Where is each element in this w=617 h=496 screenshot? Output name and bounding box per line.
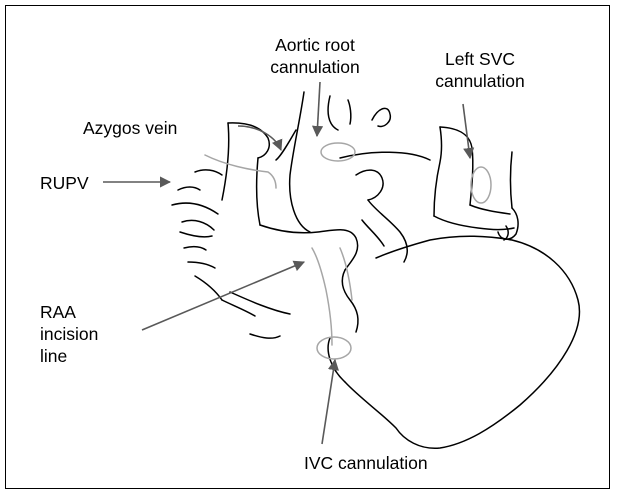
svc-outline bbox=[257, 158, 260, 225]
right-atrium-outline bbox=[230, 292, 290, 314]
azygos-arrow bbox=[238, 126, 281, 150]
ventricle-outline bbox=[328, 338, 345, 382]
left-svc-outline bbox=[434, 127, 442, 216]
left-svc-arrow bbox=[463, 104, 470, 158]
rupv-label: RUPV bbox=[40, 172, 89, 194]
aortic-root-label-line1: Aortic root bbox=[250, 34, 380, 56]
pv-branch bbox=[222, 123, 229, 200]
left-svc-label-line2: cannulation bbox=[420, 70, 540, 92]
pv-branch bbox=[184, 247, 206, 250]
pv-branch bbox=[178, 187, 200, 190]
azygos-vein-outline bbox=[228, 123, 269, 158]
raa-incision-line bbox=[312, 248, 332, 345]
left-svc-cannulation-site bbox=[471, 167, 491, 203]
great-vessel-outline bbox=[356, 170, 383, 200]
ivc-cannulation-site bbox=[317, 337, 351, 359]
aorta-outline bbox=[372, 108, 390, 126]
ivc-arrow bbox=[322, 360, 335, 444]
aortic-root-cannulation-site bbox=[321, 143, 355, 161]
left-svc-outline bbox=[504, 226, 508, 240]
aortic-root-label-line2: cannulation bbox=[250, 56, 380, 78]
raa-incision-line bbox=[340, 248, 352, 300]
raa-label-line1: RAA bbox=[40, 301, 98, 323]
aorta-outline bbox=[290, 92, 310, 232]
aortic-root-label: Aortic root cannulation bbox=[250, 34, 380, 78]
aorta-outline bbox=[348, 100, 351, 124]
pv-branch bbox=[222, 300, 255, 316]
azygos-vein-label: Azygos vein bbox=[83, 117, 177, 139]
right-atrium-outline bbox=[342, 270, 358, 332]
aorta-outline bbox=[328, 96, 338, 130]
left-svc-label-line1: Left SVC bbox=[420, 48, 540, 70]
pv-branch bbox=[195, 276, 222, 300]
raa-label: RAA incision line bbox=[40, 301, 98, 367]
raa-arrow bbox=[142, 262, 304, 330]
pv-branch bbox=[172, 203, 218, 214]
heart-outline bbox=[172, 92, 579, 448]
raa-label-line3: line bbox=[40, 345, 98, 367]
ivc-cannulation-label: IVC cannulation bbox=[304, 452, 428, 474]
grey-lines bbox=[205, 143, 491, 359]
pv-branch bbox=[195, 170, 222, 175]
ventricle-outline bbox=[345, 236, 579, 448]
great-vessel-outline bbox=[362, 220, 384, 246]
pv-branch bbox=[250, 334, 280, 338]
left-svc-outline bbox=[434, 216, 514, 230]
raa-label-line2: incision bbox=[40, 323, 98, 345]
pv-branch bbox=[180, 232, 212, 237]
pv-branch bbox=[188, 262, 215, 268]
left-svc-label: Left SVC cannulation bbox=[420, 48, 540, 92]
left-svc-outline bbox=[511, 152, 513, 208]
left-svc-outline bbox=[470, 205, 510, 214]
aortic-root-arrow bbox=[317, 82, 320, 136]
pv-branch bbox=[182, 220, 214, 230]
